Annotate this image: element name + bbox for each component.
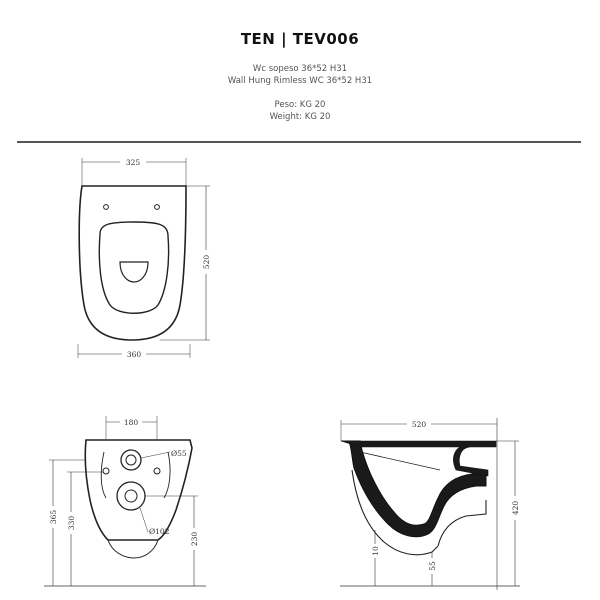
front-view-outlet-inner [124, 489, 138, 503]
top-view-drain [119, 261, 149, 283]
front-view-hole-left [102, 467, 110, 475]
side-view-profile [341, 440, 487, 538]
side-view: 520 420 10 55 [340, 418, 520, 590]
weight-italian: Peso: KG 20 [274, 100, 326, 110]
top-view-hole-right [154, 204, 160, 210]
dim-side-bottom-left: 10 [371, 546, 380, 556]
description-italian: Wc sopeso 36*52 H31 [252, 64, 348, 74]
dim-outlet-diameter: Ø102 [149, 527, 170, 536]
side-view-rim [340, 440, 497, 477]
top-view-bowl-outline [78, 185, 187, 341]
dim-side-length: 520 [412, 420, 427, 429]
header-divider [17, 141, 581, 143]
dim-height-mid: 330 [67, 516, 76, 531]
top-view-hole-left [103, 204, 109, 210]
front-view-hole-right [153, 467, 161, 475]
front-view-inlet-outer [120, 449, 142, 471]
dim-bracket-width: 180 [124, 418, 139, 427]
dim-side-height: 420 [511, 501, 520, 516]
weight-english: Weight: KG 20 [269, 112, 331, 122]
dim-side-bottom-right: 55 [428, 561, 437, 571]
product-title: TEN | TEV006 [240, 30, 360, 48]
dim-height-outlet: 230 [190, 532, 199, 547]
front-view-outlet-outer [116, 481, 146, 511]
dim-width-bottom: 360 [127, 350, 142, 359]
dim-height-total: 365 [49, 510, 58, 525]
front-view-body [84, 439, 193, 541]
dim-inlet-diameter: Ø55 [171, 449, 187, 458]
top-view: 325 360 520 [77, 157, 211, 359]
dim-depth: 520 [202, 255, 211, 270]
front-view: 180 Ø55 Ø102 365 330 230 [44, 416, 206, 587]
top-view-seat [98, 221, 170, 314]
description-english: Wall Hung Rimless WC 36*52 H31 [227, 76, 373, 86]
dim-width-top: 325 [126, 158, 141, 167]
front-view-inlet-inner [125, 454, 137, 466]
